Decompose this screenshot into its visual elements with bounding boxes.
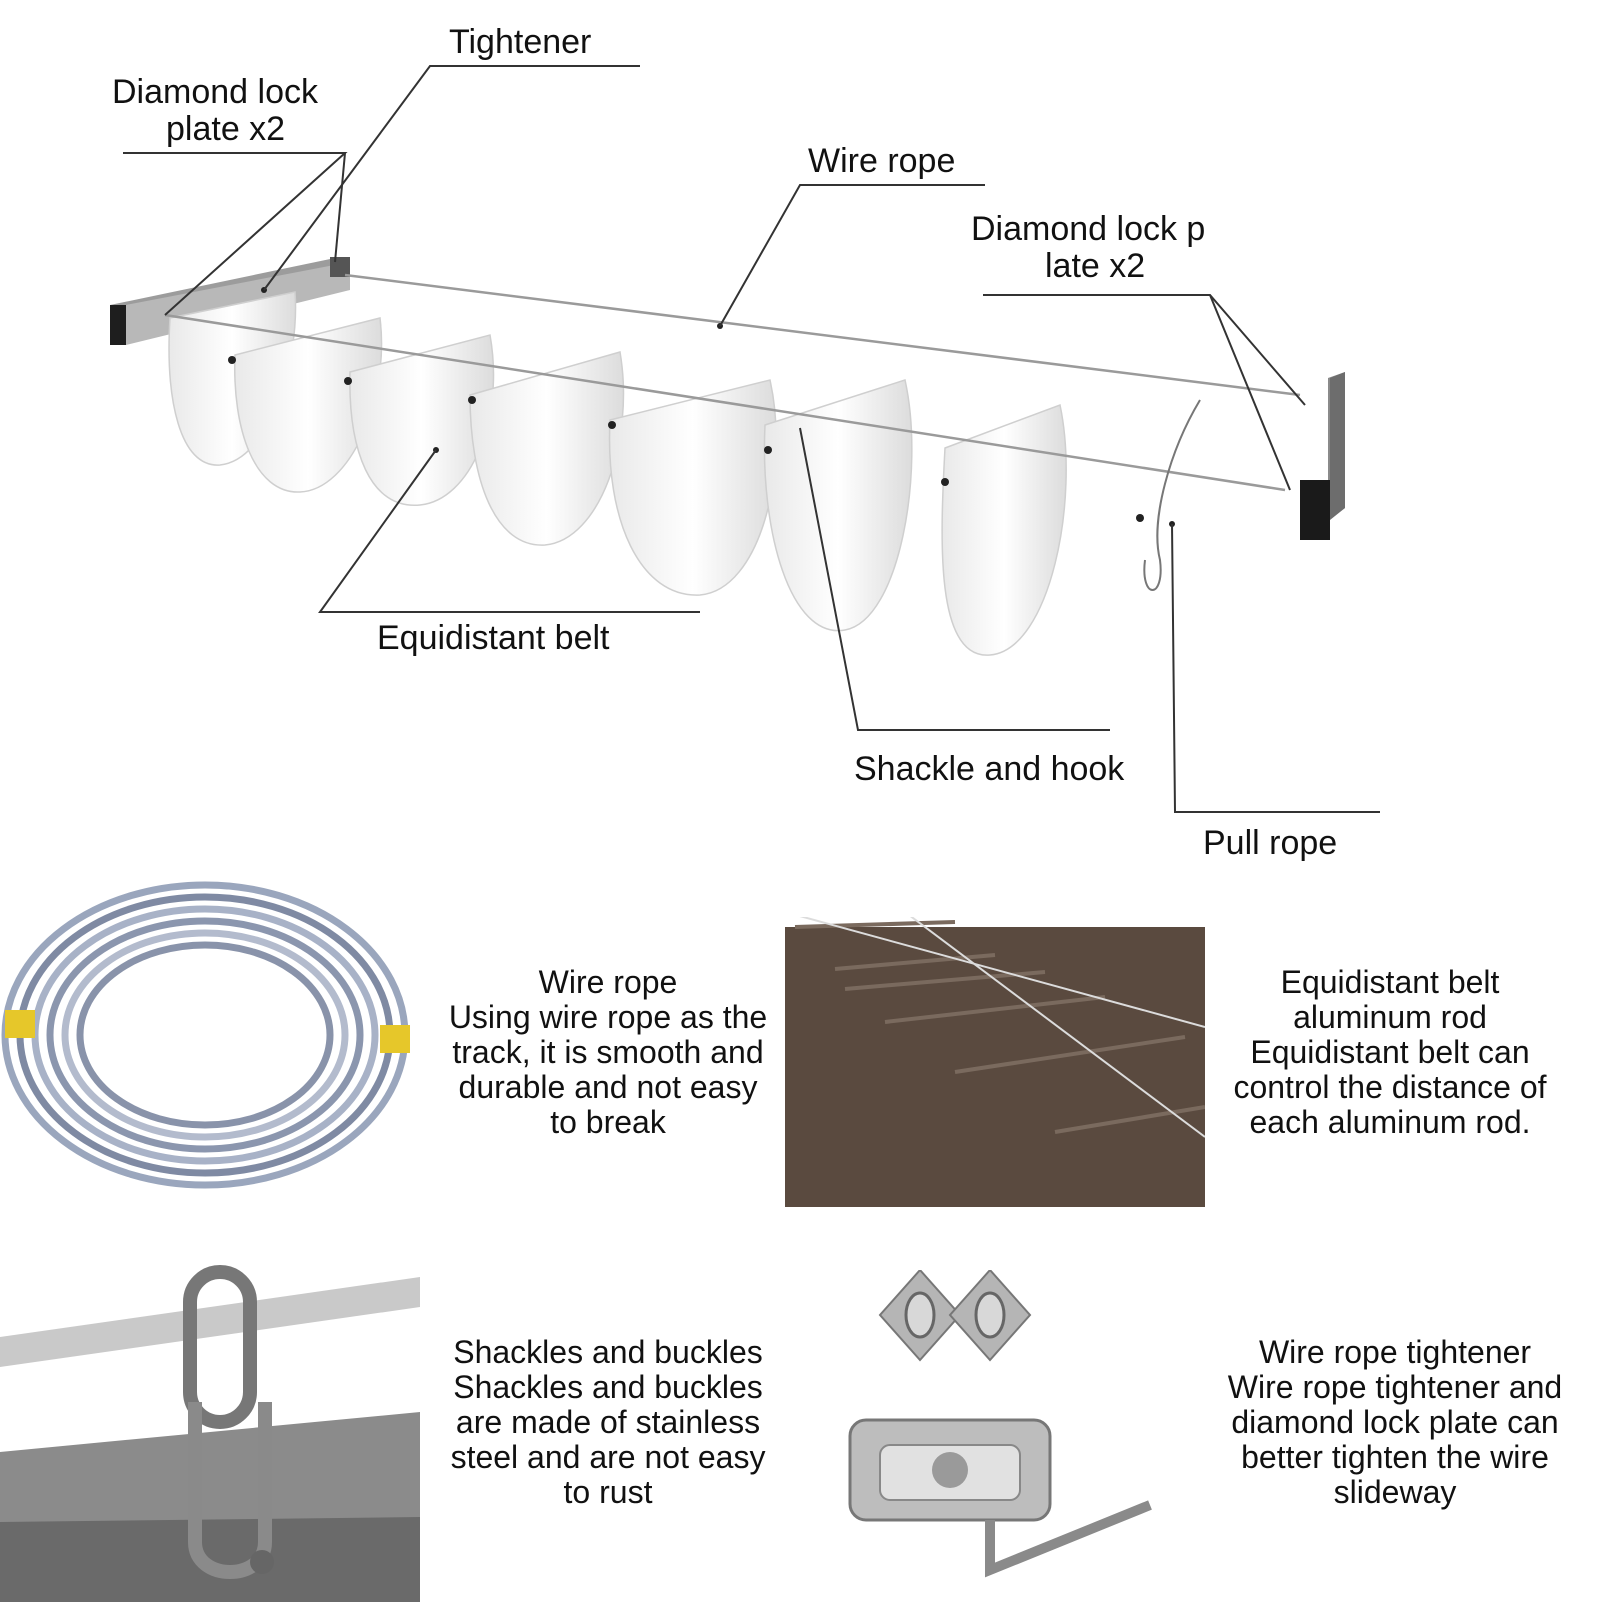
feature-tightener: Wire rope tightener Wire rope tightener …: [1205, 1335, 1585, 1510]
equidistant-belt-image: [785, 897, 1205, 1207]
tightener-device: [848, 1418, 1152, 1578]
feature-tightener-line-4: better tighten the wire: [1241, 1439, 1549, 1475]
feature-belt-line-1: Equidistant belt: [1280, 964, 1500, 1000]
feature-shackles-line-2: Shackles and buckles: [453, 1369, 763, 1405]
feature-belt-line-2: aluminum rod: [1293, 999, 1487, 1035]
pull-rope-line: [1143, 399, 1201, 591]
label-diamond-left-1: Diamond lock: [112, 73, 318, 111]
label-tightener: Tightener: [449, 23, 592, 61]
label-pull-rope: Pull rope: [1203, 824, 1338, 862]
feature-shackles: Shackles and buckles Shackles and buckle…: [428, 1335, 788, 1510]
fabric-scallops: [168, 291, 1067, 656]
label-diamond-left-2: plate x2: [166, 110, 286, 148]
leader-lines: [123, 65, 1380, 813]
right-beam: [1300, 372, 1345, 540]
feature-shackles-line-1: Shackles and buckles: [453, 1334, 763, 1370]
wire-ropes: [164, 273, 1301, 492]
wire-rope-coil-image: [0, 875, 420, 1205]
feature-equidistant-belt: Equidistant belt aluminum rod Equidistan…: [1205, 965, 1575, 1140]
label-shackle-hook: Shackle and hook: [854, 750, 1125, 788]
shackle-image: [0, 1262, 420, 1602]
feature-belt-line-4: control the distance of: [1233, 1069, 1547, 1105]
feature-wire-rope-line-3: track, it is smooth and: [452, 1034, 764, 1070]
feature-tightener-line-2: Wire rope tightener and: [1227, 1369, 1563, 1405]
feature-wire-rope-line-5: to break: [550, 1104, 666, 1140]
label-wire-rope: Wire rope: [808, 142, 956, 180]
feature-belt-line-3: Equidistant belt can: [1250, 1034, 1530, 1070]
feature-wire-rope-line-1: Wire rope: [538, 964, 678, 1000]
feature-wire-rope-line-2: Using wire rope as the: [448, 999, 768, 1035]
feature-tightener-line-3: diamond lock plate can: [1231, 1404, 1559, 1440]
feature-shackles-line-5: to rust: [563, 1474, 653, 1510]
feature-tightener-line-5: slideway: [1333, 1474, 1457, 1510]
label-diamond-right-2: late x2: [1045, 247, 1146, 285]
feature-tightener-line-1: Wire rope tightener: [1258, 1334, 1532, 1370]
feature-wire-rope: Wire rope Using wire rope as the track, …: [428, 965, 788, 1140]
label-equidistant-belt: Equidistant belt: [377, 619, 610, 657]
feature-shackles-line-3: are made of stainless: [455, 1404, 761, 1440]
feature-belt-line-5: each aluminum rod.: [1249, 1104, 1531, 1140]
feature-shackles-line-4: steel and are not easy: [450, 1439, 766, 1475]
label-diamond-right-1: Diamond lock p: [971, 210, 1206, 248]
feature-wire-rope-line-4: durable and not easy: [458, 1069, 758, 1105]
diamond-plate-1: [878, 1270, 962, 1362]
diamond-plate-2: [948, 1270, 1032, 1362]
canopy-diagram: [110, 65, 1380, 813]
tightener-plates-image: [840, 1270, 1190, 1600]
